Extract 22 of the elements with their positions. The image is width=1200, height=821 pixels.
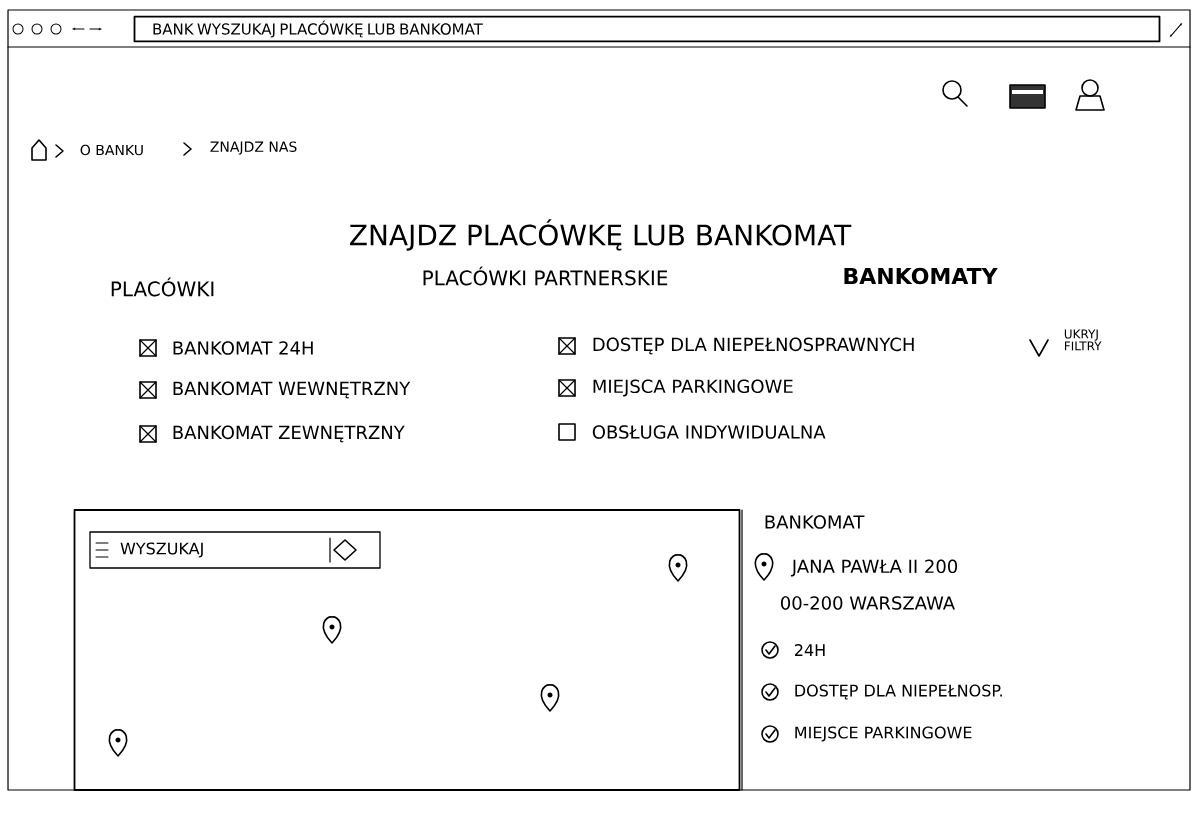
checkbox-label: BANKOMAT WEWNĘTRZNY (173, 381, 411, 399)
address-bar: BANK WYSZUKAJ PLACÓWKĘ LUB BANKOMAT (133, 15, 1161, 43)
page-title: ZNAJDZ PLACÓWKĘ LUB BANKOMAT (350, 219, 852, 251)
active-tab-label: BANKOMATY (844, 267, 998, 285)
breadcrumb-link: O BANKU (80, 144, 143, 156)
checkbox-label: MIEJSCA PARKINGOWE (593, 379, 793, 397)
tab-label: PLACÓWKI PARTNERSKIE (423, 266, 668, 286)
toggle-link: UKRYJ FILTRY (1064, 329, 1102, 351)
breadcrumb-text: ZNAJDZ NAS (210, 141, 297, 155)
panel-heading: BANKOMAT (765, 515, 865, 529)
tab-label: PLACÓWKI (111, 277, 214, 297)
search-field: WYSZUKAJ (89, 531, 381, 569)
address-text: JANA PAWŁA II 200 (790, 559, 958, 577)
feature-text: 24H (795, 644, 825, 656)
checkbox-label: BANKOMAT ZEWNĘTRZNY (173, 425, 405, 443)
map-panel (73, 509, 741, 791)
checkbox-label: DOSTĘP DLA NIEPEŁNOSPRAWNYCH (593, 337, 914, 355)
feature-text: MIEJSCE PARKINGOWE (795, 726, 972, 742)
feature-text: DOSTĘP DLA NIEPEŁNOSP. (795, 684, 1002, 700)
checkbox-label: OBSŁUGA INDYWIDUALNA (592, 425, 826, 439)
checkbox-label: BANKOMAT 24H (173, 341, 313, 355)
address-text: 00-200 WARSZAWA (781, 596, 955, 610)
